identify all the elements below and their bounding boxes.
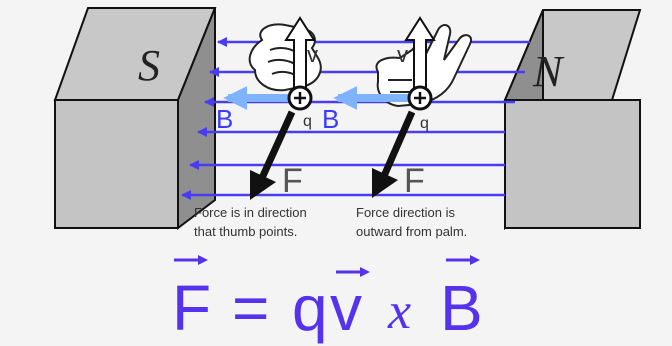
caption-right-line2: outward from palm. — [356, 224, 467, 239]
charge-label-right: q — [420, 115, 429, 132]
equation-cross: x — [387, 283, 411, 340]
force-label-right: F — [404, 162, 425, 200]
equation-b: B — [440, 272, 483, 344]
equation-equals: = — [232, 272, 269, 344]
north-pole-label: N — [532, 47, 565, 96]
charge-right: q — [407, 85, 433, 132]
field-lines — [181, 37, 530, 200]
lorentz-equation: F = q v x B — [172, 255, 483, 344]
caption-left-line2: that thumb points. — [194, 224, 297, 239]
velocity-label-right: v — [397, 42, 408, 67]
equation-q: q — [292, 272, 328, 344]
north-magnet: N — [503, 9, 642, 231]
south-magnet-front — [54, 99, 179, 229]
south-pole-label: S — [138, 41, 160, 90]
charge-label-left: q — [303, 113, 312, 130]
velocity-arrow-right: v — [397, 16, 436, 89]
b-label-right: B — [322, 104, 339, 134]
equation-v: v — [330, 272, 362, 344]
b-label-left: B — [216, 104, 233, 134]
north-magnet-front — [504, 99, 641, 229]
vector-arrow-f — [174, 255, 208, 265]
caption-right-line1: Force direction is — [356, 205, 455, 220]
b-arrow-left: B — [216, 86, 288, 134]
caption-left-line1: Force is in direction — [194, 205, 307, 220]
velocity-arrow-left: v — [284, 16, 318, 89]
force-arrow-right: F — [372, 110, 425, 200]
force-label-left: F — [282, 162, 303, 200]
south-magnet: S — [53, 7, 217, 231]
vector-arrow-v — [336, 267, 370, 277]
charge-left: q — [287, 85, 313, 130]
vector-arrow-b — [446, 255, 480, 265]
b-arrow-right: B — [322, 86, 408, 134]
force-arrow-left: F — [250, 110, 303, 200]
velocity-label-left: v — [307, 42, 318, 67]
equation-f: F — [172, 272, 211, 344]
